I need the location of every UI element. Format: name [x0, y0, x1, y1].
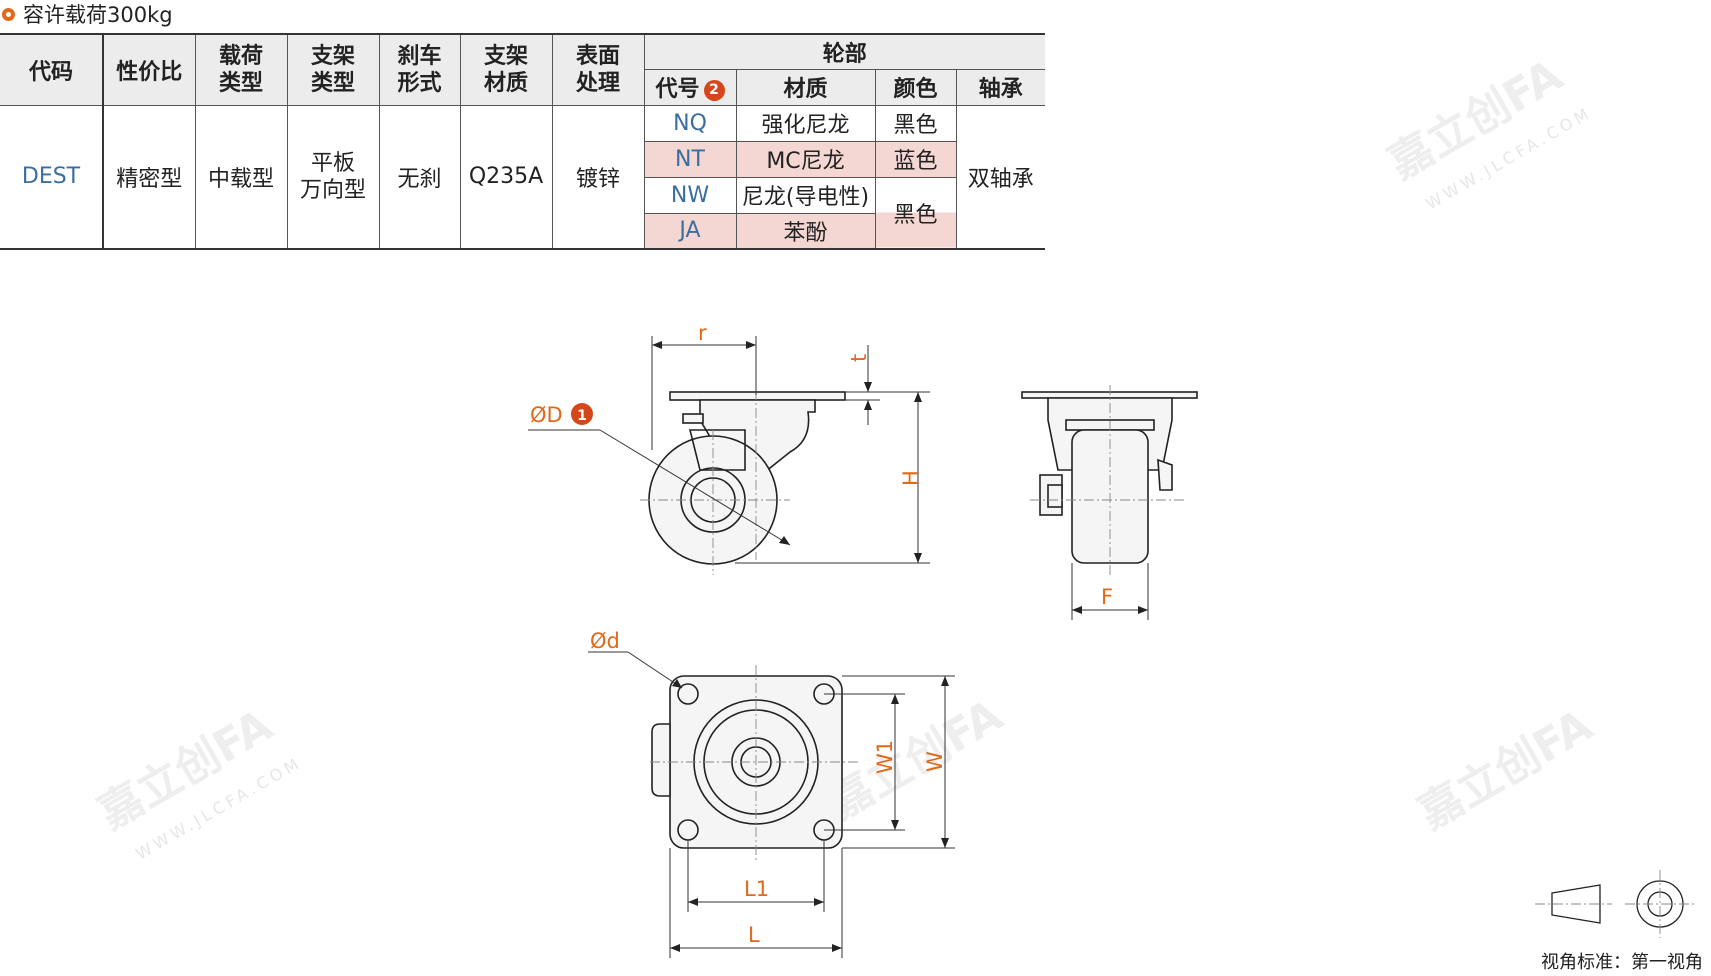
- dim-d: Ød: [590, 629, 620, 653]
- projection-symbol-icon: [1535, 870, 1695, 938]
- note-badge-icon: 2: [703, 79, 725, 101]
- cell-bracket-material: Q235A: [459, 104, 553, 250]
- header-bracket-material: 支架材质: [459, 33, 553, 106]
- svg-text:嘉立创FA: 嘉立创FA: [820, 690, 1011, 830]
- cell-bracket-type: 平板万向型: [286, 104, 380, 250]
- cell-surface: 镀锌: [551, 104, 645, 250]
- top-view: Ød W1 W L1 L: [588, 629, 955, 958]
- header-surface: 表面处理: [551, 33, 645, 106]
- watermark: 嘉立创FA WWW.JLCFA.COM 嘉立创FA 嘉立创FA WWW.JLCF…: [90, 50, 1601, 864]
- section-title: 容许载荷300kg: [23, 3, 173, 27]
- table-row: JA 苯酚: [0, 212, 1045, 250]
- table-row: NT MC尼龙 蓝色: [0, 140, 1045, 178]
- table-row: DEST 精密型 中载型 平板万向型 无刹 Q235A 镀锌 NQ 强化尼龙 黑…: [0, 104, 1045, 250]
- dim-D: ØD: [530, 403, 563, 427]
- dim-t: t: [847, 354, 871, 362]
- wheel-color-nw-ja: 黑色: [874, 176, 957, 250]
- cell-bearing: 双轴承: [955, 104, 1045, 250]
- wheel-material-nt: MC尼龙: [735, 140, 876, 178]
- wheel-material-nw: 尼龙(导电性): [735, 176, 876, 214]
- wheel-code-nw: NW: [643, 176, 737, 214]
- dim-L1: L1: [744, 877, 769, 901]
- wheel-color-nt: 蓝色: [874, 140, 957, 178]
- wheel-code-ja: JA: [643, 212, 737, 250]
- header-brake: 刹车形式: [378, 33, 461, 106]
- wheel-code-nq: NQ: [643, 104, 737, 142]
- dim-W: W: [923, 751, 947, 772]
- dim-H: H: [899, 470, 923, 486]
- header-color: 颜色: [874, 68, 957, 106]
- dim-W1: W1: [873, 740, 897, 774]
- cell-brake: 无刹: [378, 104, 461, 250]
- cell-code: DEST: [0, 104, 104, 250]
- header-cost: 性价比: [102, 33, 196, 106]
- svg-text:1: 1: [577, 408, 587, 424]
- svg-text:嘉立创FA: 嘉立创FA: [1410, 700, 1601, 840]
- cell-cost: 精密型: [102, 104, 196, 250]
- wheel-material-nq: 强化尼龙: [735, 104, 876, 142]
- dim-F: F: [1101, 585, 1113, 609]
- note-badge-icon: [571, 403, 593, 425]
- cell-load-type: 中载型: [194, 104, 288, 250]
- section-title-row: 容许载荷300kg: [0, 0, 173, 28]
- header-code: 代码: [0, 33, 104, 106]
- header-bracket-type: 支架类型: [286, 33, 380, 106]
- table-row: NW 尼龙(导电性) 黑色: [0, 176, 1045, 250]
- wheel-code-nt: NT: [643, 140, 737, 178]
- wheel-material-ja: 苯酚: [735, 212, 876, 250]
- header-load-type: 载荷类型: [194, 33, 288, 106]
- dim-L: L: [748, 923, 760, 947]
- front-view: F: [1021, 385, 1198, 620]
- view-standard-label: 视角标准：第一视角: [1541, 952, 1703, 973]
- header-material: 材质: [735, 68, 876, 106]
- dim-r: r: [698, 321, 707, 345]
- ring-bullet-icon: [2, 7, 15, 21]
- side-view: r t H ØD 1: [528, 321, 930, 575]
